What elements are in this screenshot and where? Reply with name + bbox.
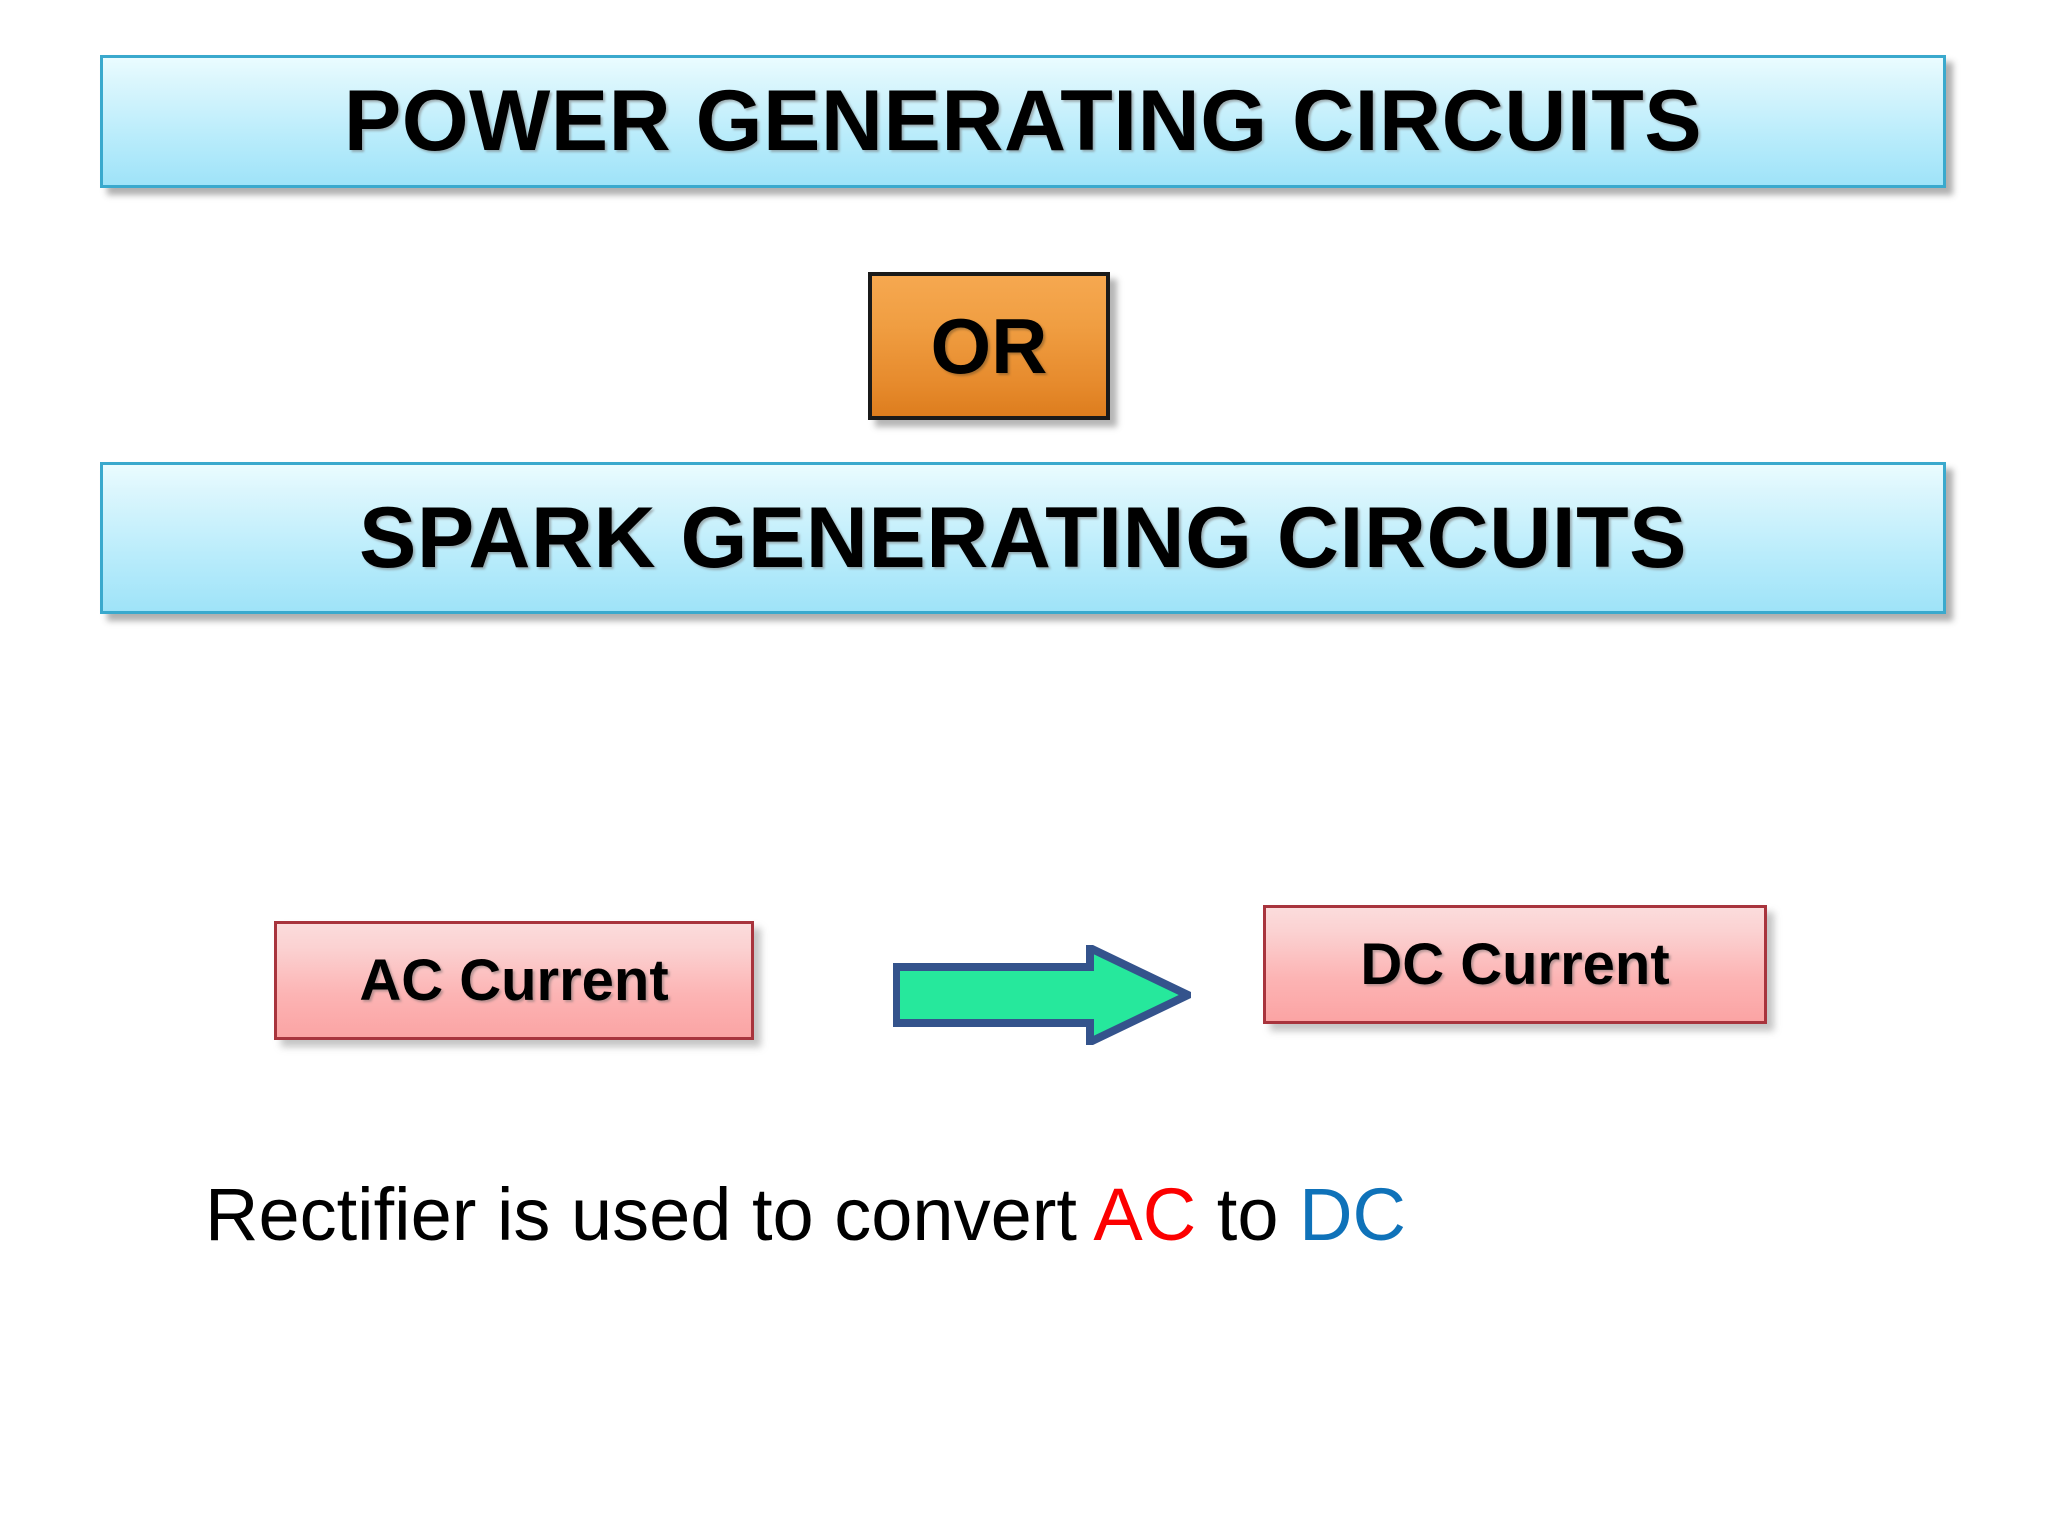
right-arrow-icon xyxy=(893,945,1191,1045)
banner-spark-label: SPARK GENERATING CIRCUITS xyxy=(358,489,1688,586)
flow-source-ac-current-box: AC Current xyxy=(274,921,754,1040)
caption-dc-term: DC xyxy=(1299,1173,1406,1256)
caption-prefix: Rectifier is used to convert xyxy=(205,1173,1094,1256)
flow-target-label: DC Current xyxy=(1360,932,1670,997)
connector-or-label: OR xyxy=(930,301,1048,390)
connector-or-box: OR xyxy=(868,272,1110,420)
right-arrow-shape xyxy=(893,945,1191,1045)
banner-power-generating-circuits: POWER GENERATING CIRCUITS xyxy=(100,55,1946,188)
caption-middle: to xyxy=(1196,1173,1300,1256)
caption-line: Rectifier is used to convert AC to DC xyxy=(205,1172,1406,1257)
flow-target-dc-current-box: DC Current xyxy=(1263,905,1767,1024)
banner-spark-generating-circuits: SPARK GENERATING CIRCUITS xyxy=(100,462,1946,614)
banner-power-label: POWER GENERATING CIRCUITS xyxy=(343,73,1703,169)
caption-ac-term: AC xyxy=(1093,1173,1197,1256)
flow-source-label: AC Current xyxy=(359,948,669,1013)
